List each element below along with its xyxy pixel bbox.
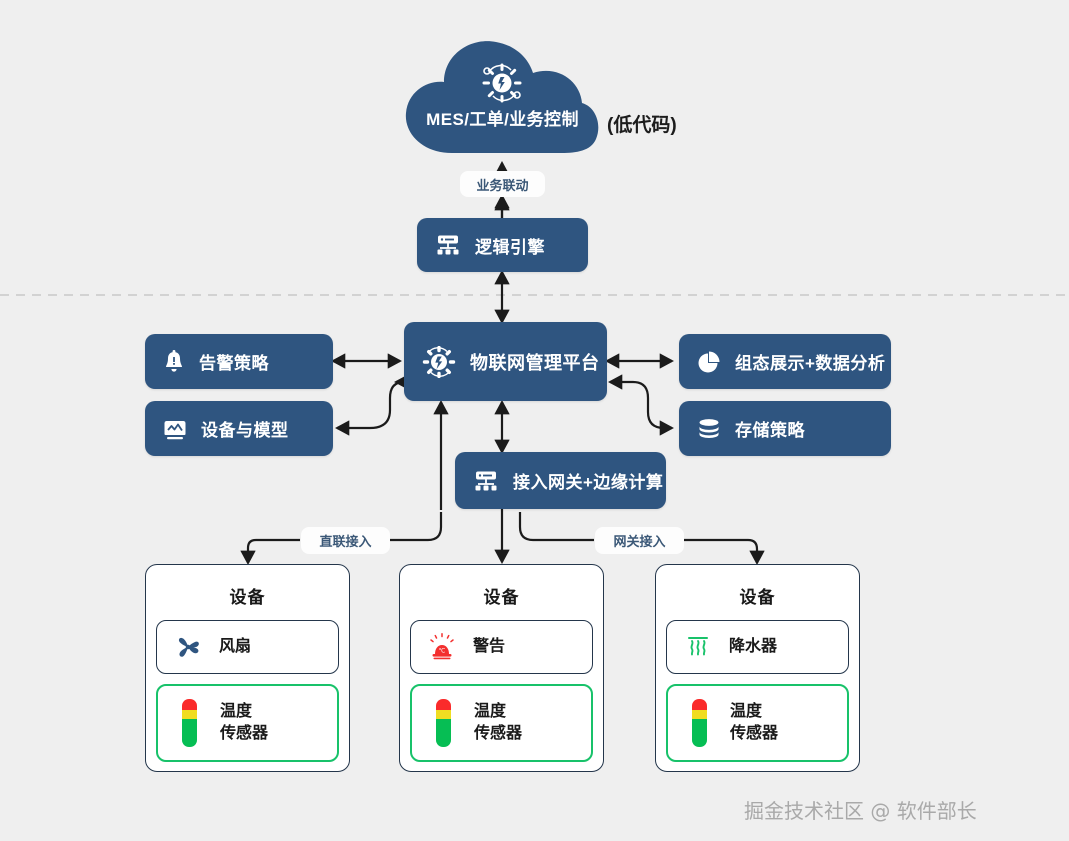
temperature-sensor-icon [426,699,460,747]
node-device-model-label: 设备与模型 [201,421,289,440]
device-subitem-alarm[interactable]: ℃ 警告 [410,620,593,674]
svg-text:℃: ℃ [439,648,446,655]
sensor-label-line1: 温度 [730,703,763,721]
iot-gear-icon [482,63,522,103]
device-subitem-label: 温度 传感器 [474,701,522,744]
device-subitem-label: 降水器 [729,638,778,656]
node-logic-engine-label: 逻辑引擎 [475,237,545,257]
node-visualization-label: 组态展示+数据分析 [735,354,886,373]
temperature-sensor-icon [682,699,716,747]
monitor-icon [163,418,187,440]
device-subitem-sprinkler[interactable]: 降水器 [666,620,849,674]
node-gateway-edge-label: 接入网关+边缘计算 [513,473,664,492]
sensor-label-line2: 传感器 [220,725,269,742]
cloud-label: MES/工单/业务控制 [426,110,579,129]
fan-icon [171,634,205,660]
device-card[interactable]: 设备 降水器 温度 传感器 [655,564,860,772]
device-subitem-temperature-sensor[interactable]: 温度 传感器 [410,684,593,762]
node-device-model[interactable]: 设备与模型 [145,401,333,456]
node-alarm-policy[interactable]: 告警策略 [145,334,333,389]
sensor-label-line1: 温度 [474,703,507,721]
low-code-badge: (低代码) [607,115,677,136]
server-rack-icon [435,234,461,256]
device-subitem-fan[interactable]: 风扇 [156,620,339,674]
device-card-title: 设备 [229,588,266,607]
device-card-title: 设备 [739,588,776,607]
node-gateway-edge[interactable]: 接入网关+边缘计算 [455,452,666,509]
edge-label-business-link: 业务联动 [460,171,545,197]
node-iot-platform-label: 物联网管理平台 [470,352,600,373]
iot-gear-icon [422,345,456,378]
device-subitem-label: 警告 [473,638,506,656]
alarm-siren-icon: ℃ [425,633,459,661]
node-alarm-policy-label: 告警策略 [199,354,269,373]
device-subitem-label: 温度 传感器 [730,701,778,744]
sensor-label-line2: 传感器 [730,725,779,742]
database-icon [697,418,721,440]
edge-label-gateway-access: 网关接入 [595,527,684,554]
device-card-title: 设备 [483,588,520,607]
sensor-label-line2: 传感器 [474,725,523,742]
device-subitem-temperature-sensor[interactable]: 温度 传感器 [666,684,849,762]
edge-label-direct-access: 直联接入 [301,527,390,554]
node-logic-engine[interactable]: 逻辑引擎 [417,218,588,272]
node-storage-policy[interactable]: 存储策略 [679,401,891,456]
pie-chart-icon [697,350,721,374]
device-card[interactable]: 设备 ℃ 警告 温度 [399,564,604,772]
node-iot-platform[interactable]: 物联网管理平台 [404,322,607,401]
device-subitem-label: 风扇 [219,638,252,656]
sprinkler-icon [681,634,715,660]
node-storage-policy-label: 存储策略 [735,421,805,440]
node-visualization[interactable]: 组态展示+数据分析 [679,334,891,389]
temperature-sensor-icon [172,699,206,747]
device-subitem-label: 温度 传感器 [220,701,268,744]
device-subitem-temperature-sensor[interactable]: 温度 传感器 [156,684,339,762]
cloud-node-mes[interactable]: MES/工单/业务控制 [400,33,605,163]
device-card[interactable]: 设备 风扇 温度 传感器 [145,564,350,772]
sensor-label-line1: 温度 [220,703,253,721]
watermark: 掘金技术社区 @ 软件部长 [744,799,977,823]
server-rack-icon [473,470,499,492]
bell-icon [163,349,185,374]
